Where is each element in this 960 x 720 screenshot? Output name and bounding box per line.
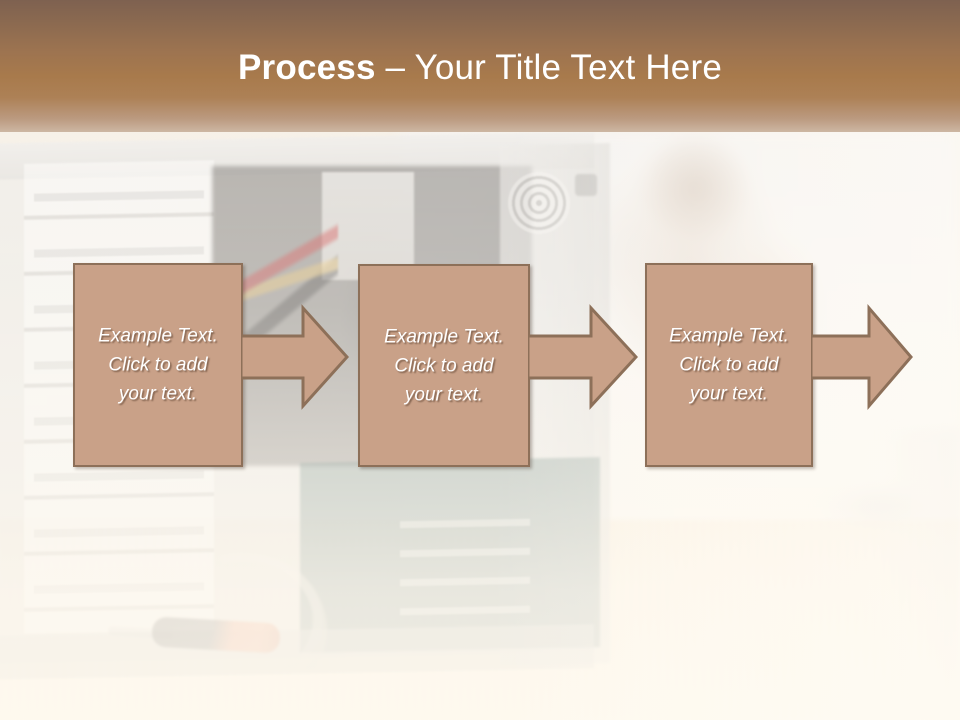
photo-right-objects (760, 430, 960, 720)
process-step-2-line-3: your text. (404, 384, 484, 405)
slide-title-rest: – Your Title Text Here (375, 48, 722, 87)
slide-title[interactable]: Process – Your Title Text Here (0, 48, 960, 88)
process-step-2[interactable]: Example Text. Click to add your text. (358, 264, 530, 467)
photo-psu-socket (575, 174, 597, 196)
slide-title-bold-part: Process (238, 48, 376, 87)
process-step-1[interactable]: Example Text. Click to add your text. (73, 263, 243, 467)
photo-fan-grille (508, 172, 570, 234)
process-step-1-line-3: your text. (118, 383, 198, 405)
process-step-3[interactable]: Example Text. Click to add your text. (645, 263, 813, 467)
process-step-1-box[interactable] (73, 263, 243, 467)
process-step-3-box[interactable] (645, 263, 813, 467)
process-step-3-line-3: your text. (689, 383, 769, 405)
right-arrow-icon[interactable] (811, 303, 915, 411)
right-arrow-icon[interactable] (241, 303, 349, 411)
process-step-2-line-2: Click to add (394, 355, 494, 376)
right-arrow-icon[interactable] (528, 303, 638, 411)
process-step-3-label[interactable]: Example Text. Click to add your text. (645, 322, 813, 409)
process-step-1-line-1: Example Text. (98, 325, 218, 347)
title-band: Process – Your Title Text Here (0, 0, 960, 132)
process-step-3-line-2: Click to add (679, 354, 779, 376)
process-step-3-line-1: Example Text. (669, 325, 789, 347)
process-step-1-label[interactable]: Example Text. Click to add your text. (73, 322, 243, 409)
process-step-2-label[interactable]: Example Text. Click to add your text. (358, 322, 530, 409)
process-step-2-line-1: Example Text. (384, 326, 504, 347)
process-step-1-line-2: Click to add (108, 354, 208, 376)
